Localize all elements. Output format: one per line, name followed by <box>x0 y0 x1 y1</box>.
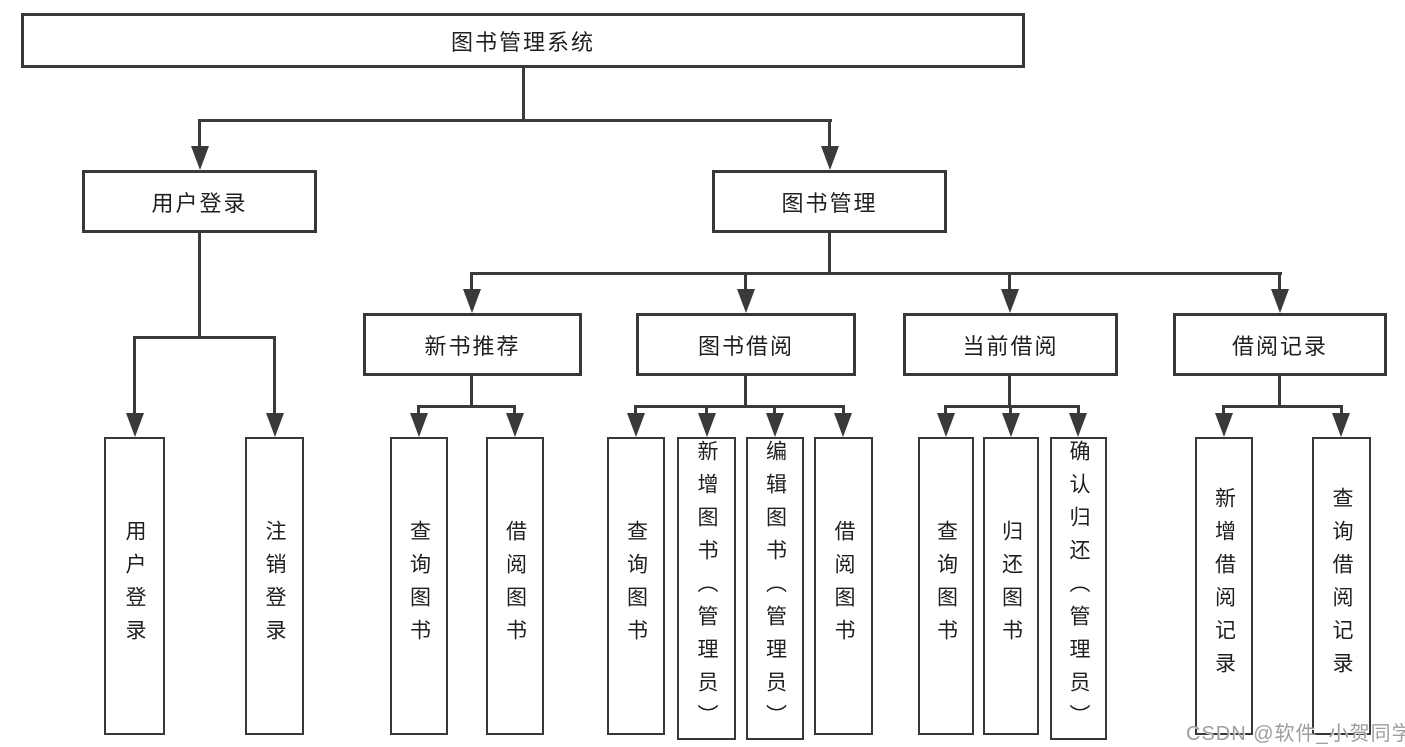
node-book-borrowing: 图书借阅 <box>636 313 856 376</box>
arrow-down-icon <box>1332 413 1350 437</box>
connector-line <box>1340 405 1343 417</box>
node-borrow-records-label: 借阅记录 <box>1231 333 1328 359</box>
connector-line <box>1222 405 1343 408</box>
arrow-down-icon <box>126 413 144 437</box>
arrow-down-icon <box>766 413 784 437</box>
leaf-records-add: 新增借阅记录 <box>1195 437 1253 735</box>
connector-line <box>634 405 637 417</box>
arrow-down-icon <box>410 413 428 437</box>
leaf-records-add-label: 新增借阅记录 <box>1212 487 1236 685</box>
connector-line <box>417 405 420 417</box>
connector-line <box>828 233 831 274</box>
connector-line <box>744 376 747 405</box>
node-book-borrowing-label: 图书借阅 <box>697 333 794 359</box>
connector-line <box>1278 376 1281 405</box>
connector-line <box>828 119 831 150</box>
arrow-down-icon <box>698 413 716 437</box>
connector-line <box>470 272 473 293</box>
node-current-borrowing: 当前借阅 <box>903 313 1118 376</box>
node-new-book-recommend: 新书推荐 <box>363 313 582 376</box>
leaf-records-query-label: 查询借阅记录 <box>1330 487 1353 685</box>
arrow-down-icon <box>463 289 481 313</box>
leaf-current-confirm-admin: 确认归还（管理员） <box>1050 437 1107 740</box>
arrow-down-icon <box>737 289 755 313</box>
leaf-current-query-label: 查询图书 <box>934 520 958 652</box>
connector-line <box>198 233 201 338</box>
arrow-down-icon <box>506 413 524 437</box>
leaf-borrowing-query: 查询图书 <box>607 437 665 735</box>
leaf-user-login-label: 用户登录 <box>123 520 146 652</box>
arrow-down-icon <box>1069 413 1087 437</box>
leaf-borrowing-add-admin: 新增图书（管理员） <box>677 437 736 740</box>
leaf-current-return-label: 归还图书 <box>999 520 1023 652</box>
connector-line <box>1077 405 1080 417</box>
connector-line <box>513 405 516 417</box>
connector-line <box>133 336 276 339</box>
connector-line <box>470 272 1282 275</box>
leaf-newbook-query-label: 查询图书 <box>407 520 431 652</box>
connector-line <box>273 336 276 417</box>
connector-line <box>1008 272 1011 293</box>
csdn-watermark: CSDN @软件_小贺同学 <box>1186 723 1405 745</box>
connector-line <box>198 119 832 122</box>
leaf-logout: 注销登录 <box>245 437 304 735</box>
connector-line <box>944 405 1080 408</box>
arrow-down-icon <box>937 413 955 437</box>
node-book-management-label: 图书管理 <box>781 190 878 216</box>
node-root-label: 图书管理系统 <box>450 29 595 55</box>
leaf-current-return: 归还图书 <box>983 437 1039 735</box>
arrow-down-icon <box>266 413 284 437</box>
node-book-management: 图书管理 <box>712 170 947 233</box>
leaf-logout-label: 注销登录 <box>263 520 286 652</box>
arrow-down-icon <box>191 146 209 170</box>
connector-line <box>1222 405 1225 417</box>
connector-line <box>705 405 708 417</box>
node-root: 图书管理系统 <box>21 13 1025 68</box>
node-user-login-label: 用户登录 <box>151 190 248 216</box>
node-user-login: 用户登录 <box>82 170 317 233</box>
arrow-down-icon <box>1215 413 1233 437</box>
connector-line <box>842 405 845 417</box>
connector-line <box>133 336 136 417</box>
leaf-current-confirm-admin-label: 确认归还（管理员） <box>1067 440 1090 737</box>
connector-line <box>470 376 473 405</box>
leaf-newbook-borrow: 借阅图书 <box>486 437 544 735</box>
node-current-borrowing-label: 当前借阅 <box>962 333 1059 359</box>
arrow-down-icon <box>834 413 852 437</box>
arrow-down-icon <box>1271 289 1289 313</box>
leaf-user-login: 用户登录 <box>104 437 165 735</box>
leaf-borrowing-add-admin-label: 新增图书（管理员） <box>695 440 718 737</box>
connector-line <box>1009 405 1012 417</box>
leaf-newbook-query: 查询图书 <box>390 437 448 735</box>
connector-line <box>522 68 525 121</box>
arrow-down-icon <box>627 413 645 437</box>
connector-line <box>417 405 516 408</box>
connector-line <box>744 272 747 293</box>
connector-line <box>944 405 947 417</box>
leaf-records-query: 查询借阅记录 <box>1312 437 1371 735</box>
node-borrow-records: 借阅记录 <box>1173 313 1387 376</box>
leaf-borrowing-borrow-label: 借阅图书 <box>832 520 855 652</box>
connector-line <box>773 405 776 417</box>
arrow-down-icon <box>1002 413 1020 437</box>
leaf-borrowing-borrow: 借阅图书 <box>814 437 873 735</box>
node-new-book-recommend-label: 新书推荐 <box>424 333 521 359</box>
leaf-newbook-borrow-label: 借阅图书 <box>503 520 527 652</box>
leaf-borrowing-edit-admin: 编辑图书（管理员） <box>746 437 804 740</box>
leaf-borrowing-edit-admin-label: 编辑图书（管理员） <box>763 440 787 737</box>
arrow-down-icon <box>1001 289 1019 313</box>
connector-line <box>198 119 201 150</box>
connector-line <box>634 405 845 408</box>
connector-line <box>1008 376 1011 405</box>
leaf-borrowing-query-label: 查询图书 <box>624 520 648 652</box>
connector-line <box>1278 272 1281 293</box>
arrow-down-icon <box>821 146 839 170</box>
leaf-current-query: 查询图书 <box>918 437 974 735</box>
